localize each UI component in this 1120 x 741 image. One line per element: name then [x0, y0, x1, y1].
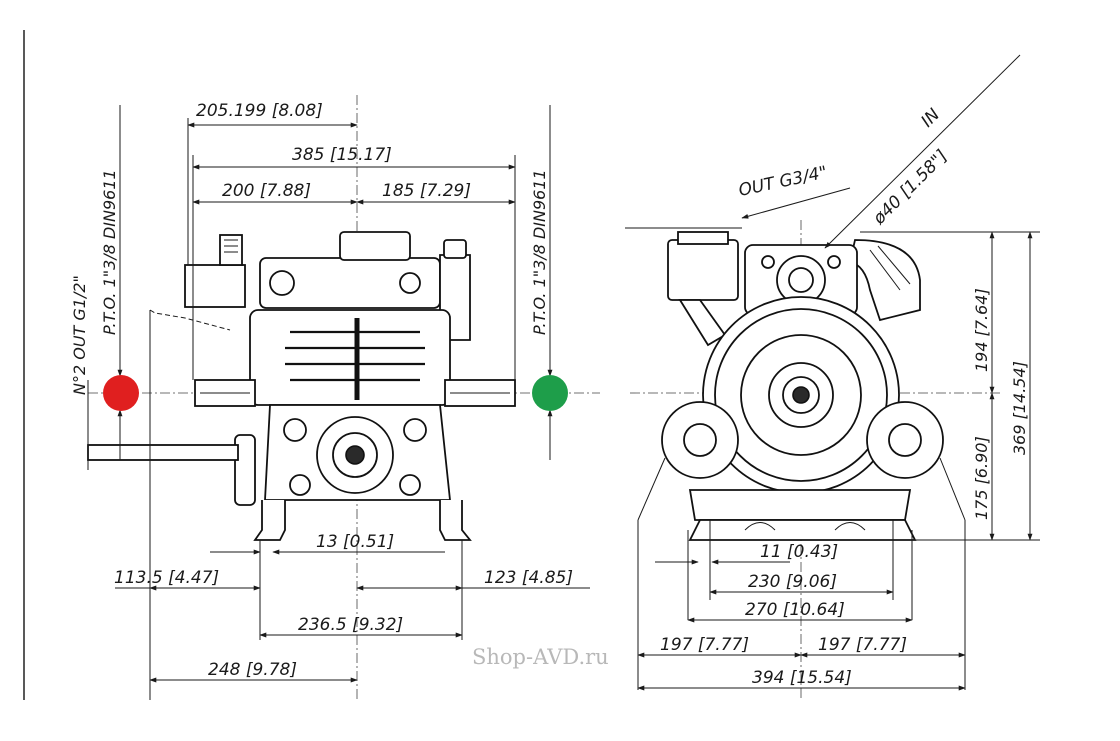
dim-200: 200 [7.88]	[222, 181, 311, 201]
dim-385: 385 [15.17]	[292, 145, 392, 165]
dim-13: 13 [0.51]	[316, 532, 394, 552]
watermark: Shop-AVD.ru	[472, 645, 609, 669]
dim-194: 194 [7.64]	[972, 288, 991, 372]
dim-236: 236.5 [9.32]	[298, 615, 403, 635]
dim-248: 248 [9.78]	[208, 660, 297, 680]
dim-394: 394 [15.54]	[752, 668, 852, 688]
dim-185: 185 [7.29]	[382, 181, 471, 201]
marker-green	[532, 375, 568, 411]
label-pto-left: P.T.O. 1"3/8 DIN9611	[100, 169, 119, 335]
front-view	[630, 220, 1000, 700]
dim-175: 175 [6.90]	[972, 436, 991, 520]
label-out-g34: OUT G3/4"	[737, 163, 829, 201]
dim-40: ø40 [1.58"]	[869, 146, 952, 229]
label-out-2: N°2 OUT G1/2"	[70, 275, 89, 395]
dim-123: 123 [4.85]	[484, 568, 573, 588]
side-view-markers: N°2 OUT G1/2" P.T.O. 1"3/8 DIN9611 P.T.O…	[70, 105, 568, 470]
dim-205: 205.199 [8.08]	[196, 101, 323, 121]
label-in: IN	[917, 105, 944, 132]
side-view-dimensions: 205.199 [8.08] 385 [15.17] 200 [7.88] 18…	[114, 101, 590, 683]
dim-197-left: 197 [7.77]	[660, 635, 749, 655]
dim-230: 230 [9.06]	[748, 572, 837, 592]
marker-red	[103, 375, 139, 411]
label-pto-right: P.T.O. 1"3/8 DIN9611	[530, 169, 549, 335]
dim-197-right: 197 [7.77]	[818, 635, 907, 655]
dim-113: 113.5 [4.47]	[114, 568, 219, 588]
dim-270: 270 [10.64]	[745, 600, 845, 620]
side-view	[87, 95, 600, 700]
dim-11: 11 [0.43]	[760, 542, 838, 562]
dim-369: 369 [14.54]	[1010, 361, 1029, 455]
